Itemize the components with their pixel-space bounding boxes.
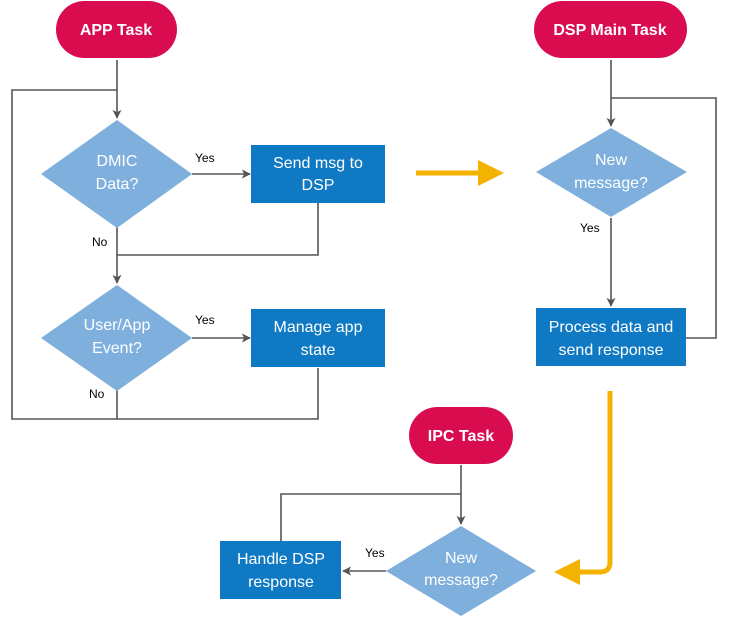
dmic-decision-line1: DMIC (97, 153, 138, 170)
manage-state-process: Manage app state (251, 309, 385, 367)
send-msg-line1: Send msg to (273, 155, 363, 172)
event-no-label: No (89, 387, 105, 401)
send-msg-line2: DSP (302, 177, 335, 194)
process-data-line1: Process data and (549, 319, 674, 336)
event-yes-label: Yes (195, 313, 215, 327)
manage-state-line1: Manage app (274, 319, 363, 336)
ipc-task-start-label: IPC Task (428, 428, 495, 445)
edge-ipc-loop (280, 493, 461, 541)
user-event-decision: User/App Event? (41, 285, 192, 391)
dsp-yes-label: Yes (580, 221, 600, 235)
process-data-line2: send response (559, 342, 664, 359)
ipc-task-start: IPC Task (409, 407, 513, 464)
dsp-task-start: DSP Main Task (534, 1, 687, 58)
flow-arrow-app-to-dsp (416, 160, 504, 186)
dsp-task-connectors (606, 60, 717, 339)
dmic-decision-line2: Data? (96, 176, 139, 193)
handle-response-line2: response (248, 574, 314, 591)
app-task-connectors (11, 60, 319, 420)
ipc-decision-line2: message? (424, 572, 498, 589)
process-data-box: Process data and send response (536, 308, 686, 366)
ipc-decision-line1: New (445, 550, 477, 567)
send-msg-process: Send msg to DSP (251, 145, 385, 203)
edge-dsp-loop (611, 97, 717, 339)
handle-response-box: Handle DSP response (220, 541, 341, 599)
dsp-task-start-label: DSP Main Task (553, 22, 666, 39)
manage-state-line2: state (301, 342, 336, 359)
app-task-start: APP Task (56, 1, 177, 58)
handle-response-line1: Handle DSP (237, 551, 325, 568)
ipc-new-message-decision: New message? (386, 526, 536, 616)
event-decision-line1: User/App (84, 317, 151, 334)
ipc-task-connectors (280, 465, 466, 576)
dmic-yes-label: Yes (195, 151, 215, 165)
dsp-new-message-decision: New message? (536, 128, 687, 217)
event-decision-line2: Event? (92, 340, 142, 357)
dsp-decision-line1: New (595, 152, 627, 169)
dmic-no-label: No (92, 235, 108, 249)
flow-arrow-dsp-to-ipc (554, 391, 613, 585)
app-task-start-label: APP Task (80, 22, 152, 39)
ipc-yes-label: Yes (365, 546, 385, 560)
edge-send-return (117, 203, 319, 256)
dmic-data-decision: DMIC Data? (41, 120, 192, 228)
edge-loop-back (11, 89, 319, 420)
dsp-decision-line2: message? (574, 175, 648, 192)
